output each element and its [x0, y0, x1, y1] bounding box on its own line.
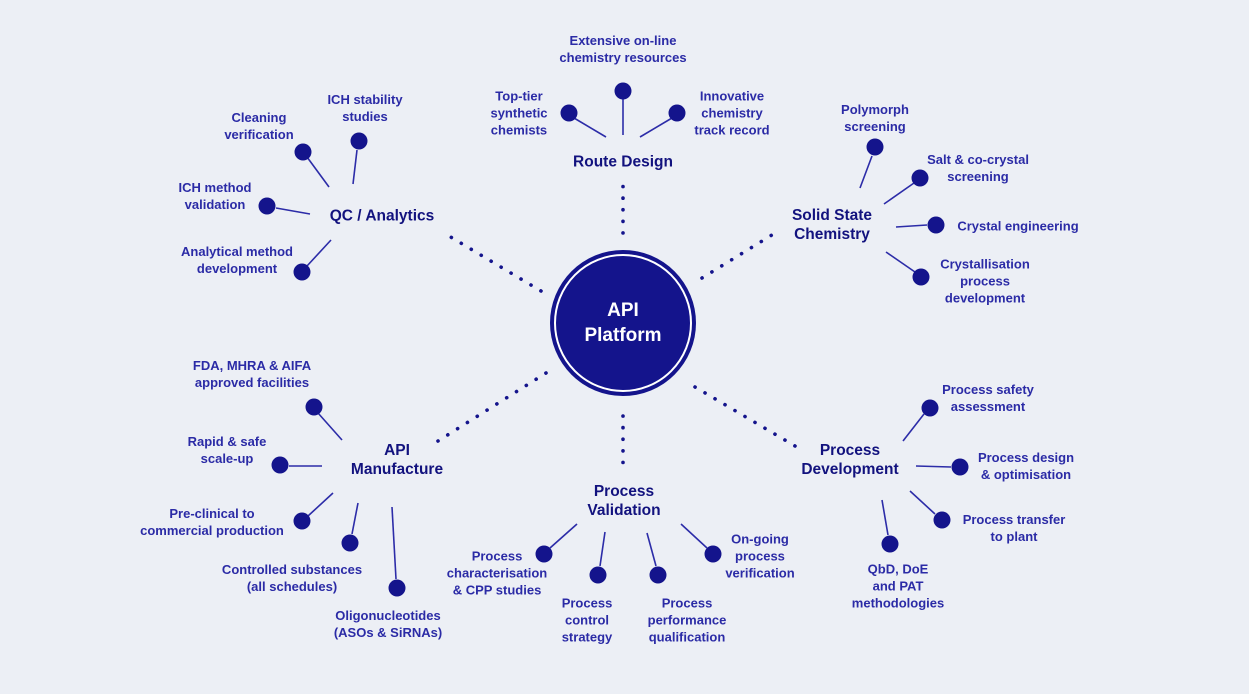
group-heading-qc-analytics: QC / Analytics — [329, 207, 435, 225]
node-dot — [341, 534, 359, 552]
item-label-process-characterisation-cpp-studies: Process characterisation & CPP studies — [446, 548, 548, 598]
node-dot — [614, 82, 632, 100]
connector-line — [549, 523, 578, 549]
item-label-process-safety-assessment: Process safety assessment — [942, 382, 1034, 414]
connector-line — [352, 149, 358, 185]
connector-line — [306, 239, 332, 267]
connector-line — [275, 207, 311, 215]
item-label-fda-mhra-aifa-approved-facilities: FDA, MHRA & AIFA approved facilities — [192, 358, 312, 390]
group-heading-route-design: Route Design — [573, 153, 673, 171]
connector-line — [883, 182, 915, 205]
node-dot — [535, 545, 553, 563]
connector-line — [646, 532, 657, 567]
node-dot — [293, 263, 311, 281]
item-label-polymorph-screening: Polymorph screening — [841, 102, 909, 134]
item-label-crystallisation-process-development: Crystallisation process development — [940, 256, 1030, 306]
connector-line — [573, 117, 607, 138]
connector-line — [895, 224, 928, 228]
connector-line — [902, 413, 925, 442]
connector-line — [317, 412, 343, 441]
item-label-analytical-method-development: Analytical method development — [181, 244, 293, 276]
item-label-crystal-engineering: Crystal engineering — [957, 218, 1079, 234]
item-label-top-tier-synthetic-chemists: Top-tier synthetic chemists — [490, 88, 548, 138]
node-dot — [258, 197, 276, 215]
node-dot — [388, 579, 406, 597]
node-dot — [589, 566, 607, 584]
group-heading-api-manufacture: API Manufacture — [350, 442, 444, 478]
node-dot — [668, 104, 686, 122]
group-heading-solid-state-chemistry: Solid State Chemistry — [791, 207, 873, 243]
dotted-spoke-process-development — [693, 385, 797, 448]
item-label-extensive-online-chemistry-resources: Extensive on-line chemistry resources — [559, 33, 687, 65]
item-label-innovative-chemistry-track-record: Innovative chemistry track record — [694, 88, 770, 138]
dotted-spoke-qc-analytics — [442, 231, 543, 293]
connector-line — [881, 499, 889, 536]
connector-line — [351, 502, 359, 535]
item-label-oligonucleotides: Oligonucleotides (ASOs & SiRNAs) — [333, 608, 443, 640]
group-heading-process-validation: Process Validation — [587, 483, 661, 519]
hub-circle: API Platform — [550, 250, 696, 396]
item-label-ongoing-process-verification: On-going process verification — [725, 531, 795, 581]
item-label-salt-co-crystal-screening: Salt & co-crystal screening — [927, 152, 1029, 184]
node-dot — [866, 138, 884, 156]
node-dot — [294, 143, 312, 161]
item-label-controlled-substances: Controlled substances (all schedules) — [221, 562, 363, 594]
item-label-preclinical-to-commercial-production: Pre-clinical to commercial production — [140, 506, 284, 538]
node-dot — [912, 268, 930, 286]
connector-line — [307, 492, 334, 517]
connector-line — [909, 490, 936, 515]
connector-line — [859, 155, 873, 189]
connector-line — [680, 523, 708, 549]
connector-line — [915, 465, 952, 468]
item-label-process-performance-qualification: Process performance qualification — [647, 595, 727, 645]
item-label-cleaning-verification: Cleaning verification — [224, 110, 294, 142]
group-heading-process-development: Process Development — [801, 442, 899, 478]
node-dot — [293, 512, 311, 530]
item-label-ich-method-validation: ICH method validation — [178, 180, 252, 212]
connector-line — [885, 251, 916, 273]
item-label-process-design-optimisation: Process design & optimisation — [977, 450, 1075, 482]
node-dot — [927, 216, 945, 234]
node-dot — [649, 566, 667, 584]
item-label-qbd-doe-pat-methodologies: QbD, DoE and PAT methodologies — [851, 561, 945, 611]
item-label-ich-stability-studies: ICH stability studies — [327, 92, 403, 124]
node-dot — [933, 511, 951, 529]
node-dot — [911, 169, 929, 187]
connector-line — [639, 117, 673, 138]
connector-line — [391, 506, 397, 580]
dotted-spoke-solid-state — [700, 228, 782, 280]
connector-line — [306, 156, 330, 188]
node-dot — [560, 104, 578, 122]
node-dot — [350, 132, 368, 150]
item-label-rapid-safe-scale-up: Rapid & safe scale-up — [187, 434, 267, 466]
node-dot — [704, 545, 722, 563]
connector-line — [599, 531, 606, 567]
item-label-process-control-strategy: Process control strategy — [561, 595, 613, 645]
node-dot — [921, 399, 939, 417]
item-label-process-transfer-to-plant: Process transfer to plant — [962, 512, 1066, 544]
hub-title: API Platform — [584, 300, 662, 346]
node-dot — [271, 456, 289, 474]
node-dot — [881, 535, 899, 553]
dotted-spoke-api-manufacture — [436, 371, 548, 443]
hub-inner-ring — [554, 254, 692, 392]
node-dot — [951, 458, 969, 476]
node-dot — [305, 398, 323, 416]
